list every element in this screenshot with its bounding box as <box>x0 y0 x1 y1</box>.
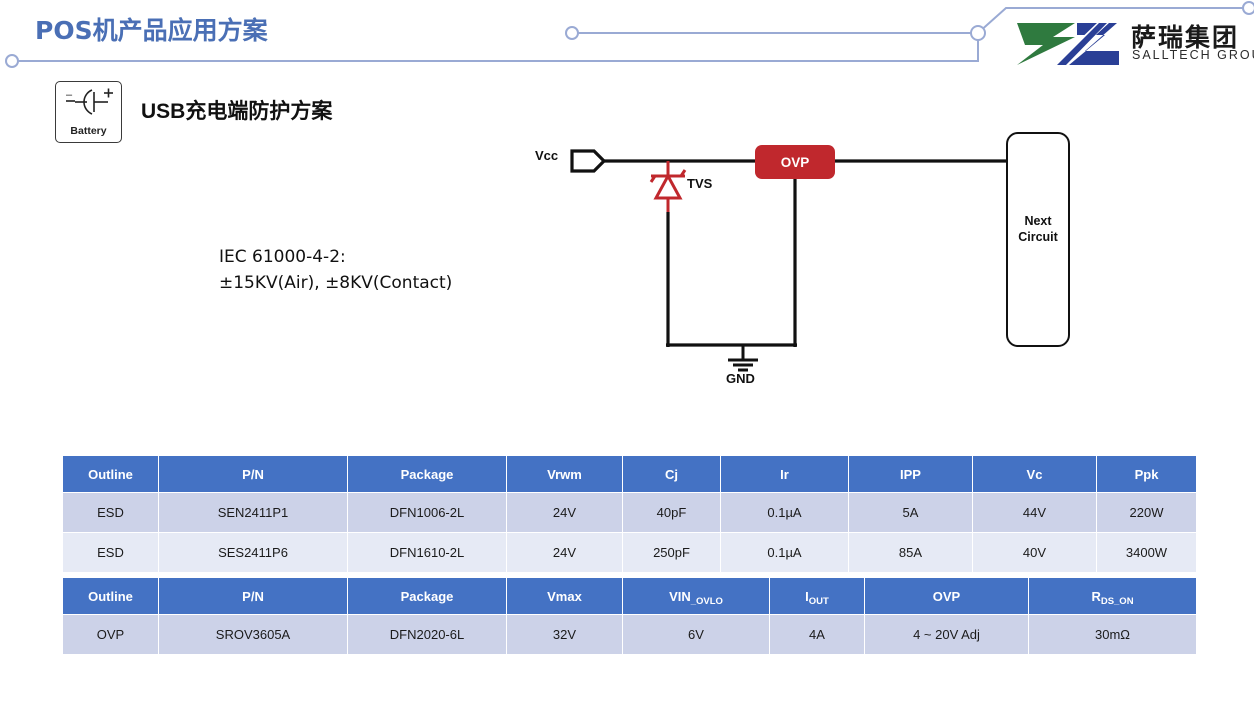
table-cell: 32V <box>506 614 623 655</box>
next-circuit-line2: Circuit <box>1018 230 1058 244</box>
table-cell: 3400W <box>1096 532 1197 573</box>
column-header-vin-ovlo: VIN_OVLO <box>622 577 770 615</box>
table-cell: DFN2020-6L <box>347 614 507 655</box>
table-cell: SROV3605A <box>158 614 348 655</box>
table-cell: 250pF <box>622 532 721 573</box>
circuit-schematic <box>570 149 1008 372</box>
table-cell: 220W <box>1096 492 1197 533</box>
table-cell: 40V <box>972 532 1097 573</box>
gnd-label: GND <box>726 371 755 386</box>
logo-english-text: SALLTECH GROUP <box>1132 48 1254 62</box>
column-header-package: Package <box>347 455 507 493</box>
column-header-iout: IOUT <box>769 577 865 615</box>
table-cell: ESD <box>62 532 159 573</box>
column-header-outline: Outline <box>62 577 159 615</box>
next-circuit-label: Next Circuit <box>1008 213 1068 245</box>
table-cell: 4A <box>769 614 865 655</box>
column-header-rds-on: RDS_ON <box>1028 577 1197 615</box>
tvs-label: TVS <box>687 176 713 191</box>
table-cell: SEN2411P1 <box>158 492 348 533</box>
column-header-p-n: P/N <box>158 455 348 493</box>
column-header-ipp: IPP <box>848 455 973 493</box>
ovp-block: OVP <box>755 145 835 179</box>
table-cell: 24V <box>506 532 623 573</box>
table-cell: 0.1µA <box>720 492 849 533</box>
iec-note: IEC 61000-4-2: ±15KV(Air), ±8KV(Contact) <box>219 245 452 297</box>
column-header-vmax: Vmax <box>506 577 623 615</box>
table-cell: ESD <box>62 492 159 533</box>
column-header-outline: Outline <box>62 455 159 493</box>
column-header-p-n: P/N <box>158 577 348 615</box>
table-cell: 0.1µA <box>720 532 849 573</box>
table-cell: 85A <box>848 532 973 573</box>
table-cell: 6V <box>622 614 770 655</box>
next-circuit-line1: Next <box>1024 214 1052 228</box>
column-header-ppk: Ppk <box>1096 455 1197 493</box>
battery-label: Battery <box>70 125 107 137</box>
table-cell: SES2411P6 <box>158 532 348 573</box>
table-cell: 44V <box>972 492 1097 533</box>
column-header-cj: Cj <box>622 455 721 493</box>
vcc-label: Vcc <box>535 148 559 163</box>
decorative-trace-lines <box>5 1 1254 68</box>
battery-badge: – Battery <box>55 81 122 143</box>
page-title: POS机产品应用方案 <box>35 16 268 45</box>
iec-note-line2: ±15KV(Air), ±8KV(Contact) <box>219 272 453 293</box>
table-cell: DFN1006-2L <box>347 492 507 533</box>
section-heading-latin: USB <box>141 100 186 123</box>
section-heading-cjk: 充电端防护方案 <box>185 98 333 123</box>
next-circuit-block: Next Circuit <box>1006 132 1070 347</box>
brand-logo: 萨瑞集团 SALLTECH GROUP <box>1013 18 1254 70</box>
iec-note-line1: IEC 61000-4-2: <box>219 247 346 267</box>
column-header-package: Package <box>347 577 507 615</box>
column-header-vrwm: Vrwm <box>506 455 623 493</box>
battery-icon: – <box>66 88 113 115</box>
table-cell: 30mΩ <box>1028 614 1197 655</box>
table-cell: 5A <box>848 492 973 533</box>
table-cell: OVP <box>62 614 159 655</box>
section-heading: USB充电端防护方案 <box>141 95 332 125</box>
table-cell: DFN1610-2L <box>347 532 507 573</box>
table-cell: 4 ~ 20V Adj <box>864 614 1029 655</box>
svg-text:–: – <box>66 89 73 101</box>
column-header-ovp: OVP <box>864 577 1029 615</box>
column-header-ir: Ir <box>720 455 849 493</box>
salltech-logo-mark <box>1017 23 1119 65</box>
table-cell: 24V <box>506 492 623 533</box>
logo-chinese-text: 萨瑞集团 <box>1131 23 1240 52</box>
table-cell: 40pF <box>622 492 721 533</box>
column-header-vc: Vc <box>972 455 1097 493</box>
